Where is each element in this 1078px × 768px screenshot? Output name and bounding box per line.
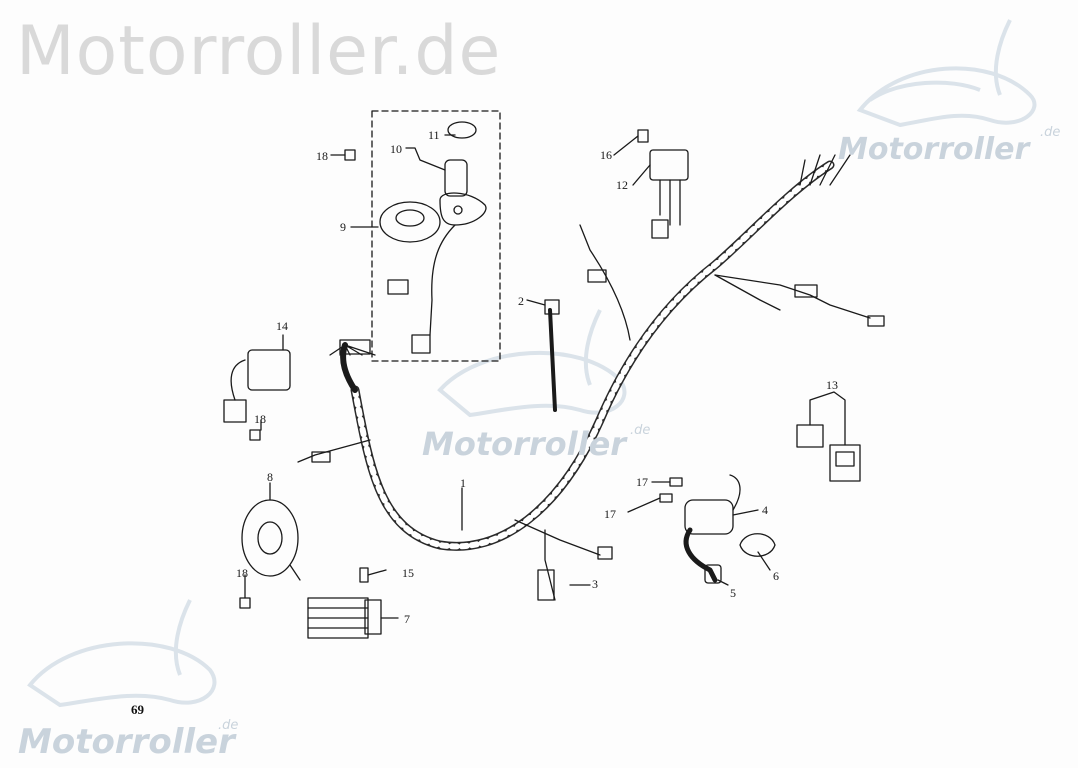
watermark-suffix-center: .de bbox=[630, 423, 651, 438]
callout-3: 3 bbox=[592, 577, 598, 591]
watermark-suffix-bottom-left: .de bbox=[218, 718, 239, 733]
ignition-group-box bbox=[371, 110, 501, 362]
callout-6: 6 bbox=[773, 569, 779, 583]
callout-9: 9 bbox=[340, 220, 346, 234]
callout-14: 14 bbox=[276, 319, 288, 333]
watermark-brand-top-right: Motorroller bbox=[838, 132, 1030, 167]
callout-18-top: 18 bbox=[316, 149, 328, 163]
watermark-scooter-bottom-left bbox=[27, 599, 217, 708]
callout-18-bottom: 18 bbox=[236, 566, 248, 580]
callout-18-middle: 18 bbox=[254, 412, 266, 426]
header-watermark: Motorroller.de bbox=[16, 12, 502, 91]
callout-11: 11 bbox=[428, 128, 440, 142]
watermark-brand-center: Motorroller bbox=[422, 425, 627, 463]
callout-7: 7 bbox=[404, 612, 410, 626]
callout-5: 5 bbox=[730, 586, 736, 600]
page-number: 69 bbox=[131, 702, 144, 717]
callout-8: 8 bbox=[267, 470, 273, 484]
callout-17-upper: 17 bbox=[636, 475, 648, 489]
callout-13: 13 bbox=[826, 378, 838, 392]
diagram-lines bbox=[223, 110, 885, 639]
callout-12: 12 bbox=[616, 178, 628, 192]
callout-15: 15 bbox=[402, 566, 414, 580]
callout-10: 10 bbox=[390, 142, 402, 156]
callout-16: 16 bbox=[600, 148, 612, 162]
watermark-scooter-center bbox=[437, 309, 627, 418]
callout-4: 4 bbox=[762, 503, 768, 517]
callout-1: 1 bbox=[460, 476, 466, 490]
watermark-brand-bottom-left: Motorroller bbox=[18, 722, 235, 762]
callout-2: 2 bbox=[518, 294, 524, 308]
watermark-suffix-top-right: .de bbox=[1040, 125, 1061, 140]
watermark-scooter-top-right bbox=[856, 19, 1037, 128]
callout-17-lower: 17 bbox=[604, 507, 616, 521]
